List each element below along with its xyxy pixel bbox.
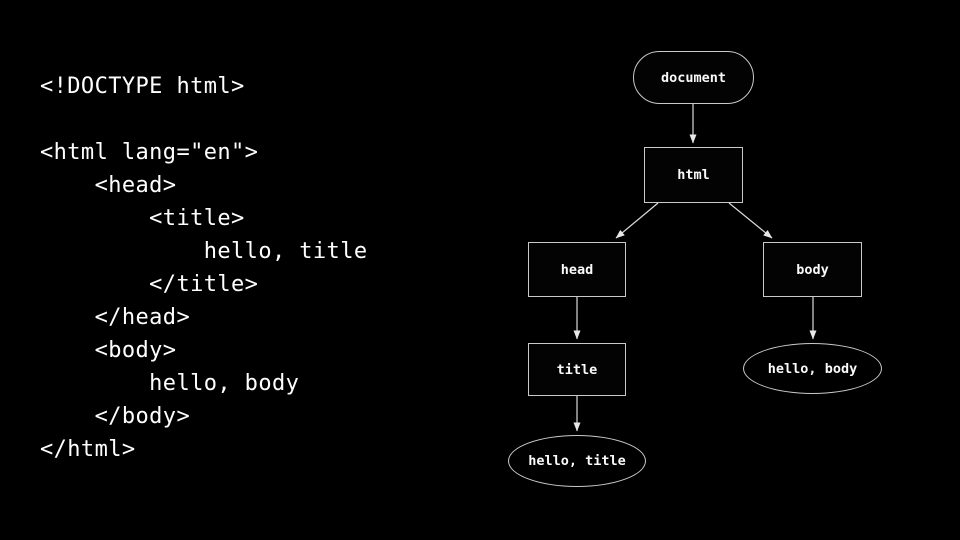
code-line: </title> [40, 272, 259, 297]
code-line: <title> [40, 206, 245, 231]
code-line: <!DOCTYPE html> [40, 74, 245, 99]
code-block: <!DOCTYPE html> <html lang="en"> <head> <… [40, 70, 367, 466]
code-line: hello, title [40, 239, 368, 264]
code-line: </html> [40, 437, 136, 462]
node-title: title [528, 343, 626, 396]
code-line: <html lang="en"> [40, 140, 259, 165]
edge-html-body [728, 202, 773, 239]
code-line: </body> [40, 404, 191, 429]
node-hello-title: hello, title [508, 435, 646, 487]
node-html: html [644, 147, 743, 203]
code-line: </head> [40, 305, 191, 330]
edge-html-head [615, 202, 659, 239]
code-line: <body> [40, 338, 177, 363]
node-head: head [528, 242, 626, 297]
code-line: hello, body [40, 371, 300, 396]
node-body: body [763, 242, 862, 297]
node-hello-body: hello, body [743, 343, 882, 394]
code-line: <head> [40, 173, 177, 198]
node-document: document [633, 51, 754, 104]
